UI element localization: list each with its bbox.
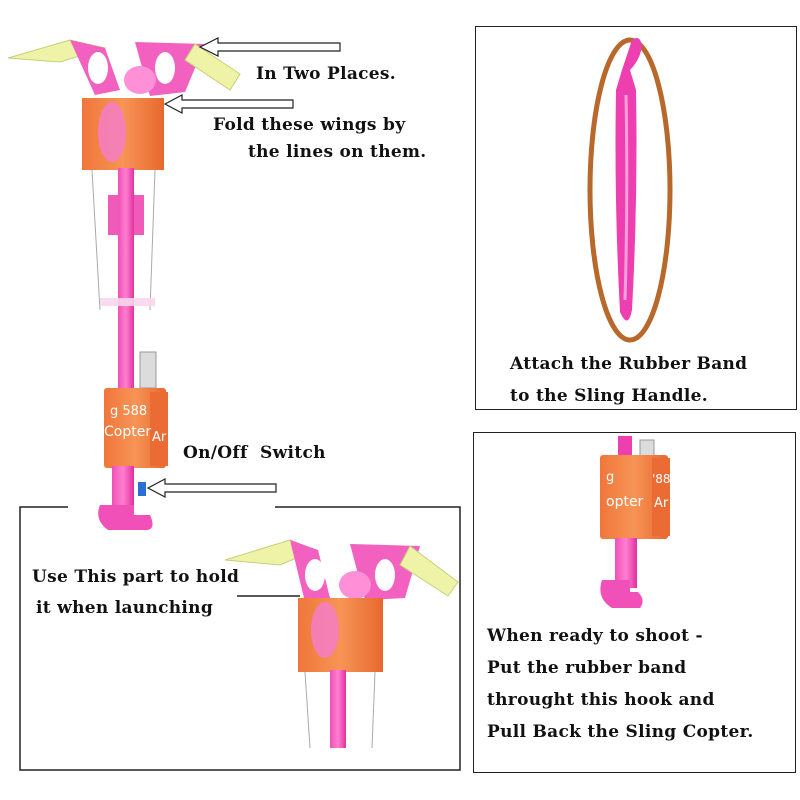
hold-panel-border — [19, 506, 461, 771]
hook-inset-copter — [600, 436, 670, 608]
hold-inset-copter — [224, 539, 459, 749]
arrow-on-off — [146, 478, 277, 498]
label-hold-2: it when launching — [36, 598, 214, 618]
rubber-band-panel — [475, 26, 797, 410]
inset-label-line1: g — [606, 470, 615, 485]
inset-label-side1: '88 — [652, 472, 671, 486]
main-copter — [7, 39, 241, 530]
arrow-fold-wings — [163, 94, 294, 114]
right-wing-tip — [184, 43, 241, 91]
label-fold-wings-2: the lines on them. — [248, 142, 427, 162]
launch-hook — [600, 580, 643, 608]
label-attach-2: to the Sling Handle. — [510, 386, 708, 406]
pink-shaft — [118, 168, 134, 398]
inset-orange-housing — [600, 455, 668, 539]
inset-label-side2: Ar — [654, 496, 669, 511]
rubber-band-illustration — [587, 37, 673, 343]
hold-hook — [98, 505, 153, 530]
label-ready-4: Pull Back the Sling Copter. — [487, 722, 754, 742]
label-ready-2: Put the rubber band — [487, 658, 687, 678]
product-label-side: Ar — [152, 430, 167, 445]
label-in-two-places: In Two Places. — [256, 64, 397, 84]
label-fold-wings-1: Fold these wings by — [213, 115, 406, 135]
label-hold-1: Use This part to hold — [32, 567, 240, 587]
wing-hole — [88, 52, 108, 84]
product-label-line1: g 588 — [110, 404, 148, 419]
label-on-off-switch: On/Off Switch — [183, 443, 326, 463]
label-attach-1: Attach the Rubber Band — [510, 354, 748, 374]
label-ready-3: throught this hook and — [487, 690, 715, 710]
arrow-two-places — [198, 37, 341, 57]
product-label-line2: Copter — [104, 424, 152, 440]
sling-handle — [615, 38, 642, 321]
wing-hole — [155, 52, 175, 84]
inset-label-line2: opter — [606, 494, 644, 510]
label-ready-1: When ready to shoot - — [487, 626, 703, 646]
on-off-switch — [138, 482, 146, 496]
hook-panel — [473, 432, 796, 773]
